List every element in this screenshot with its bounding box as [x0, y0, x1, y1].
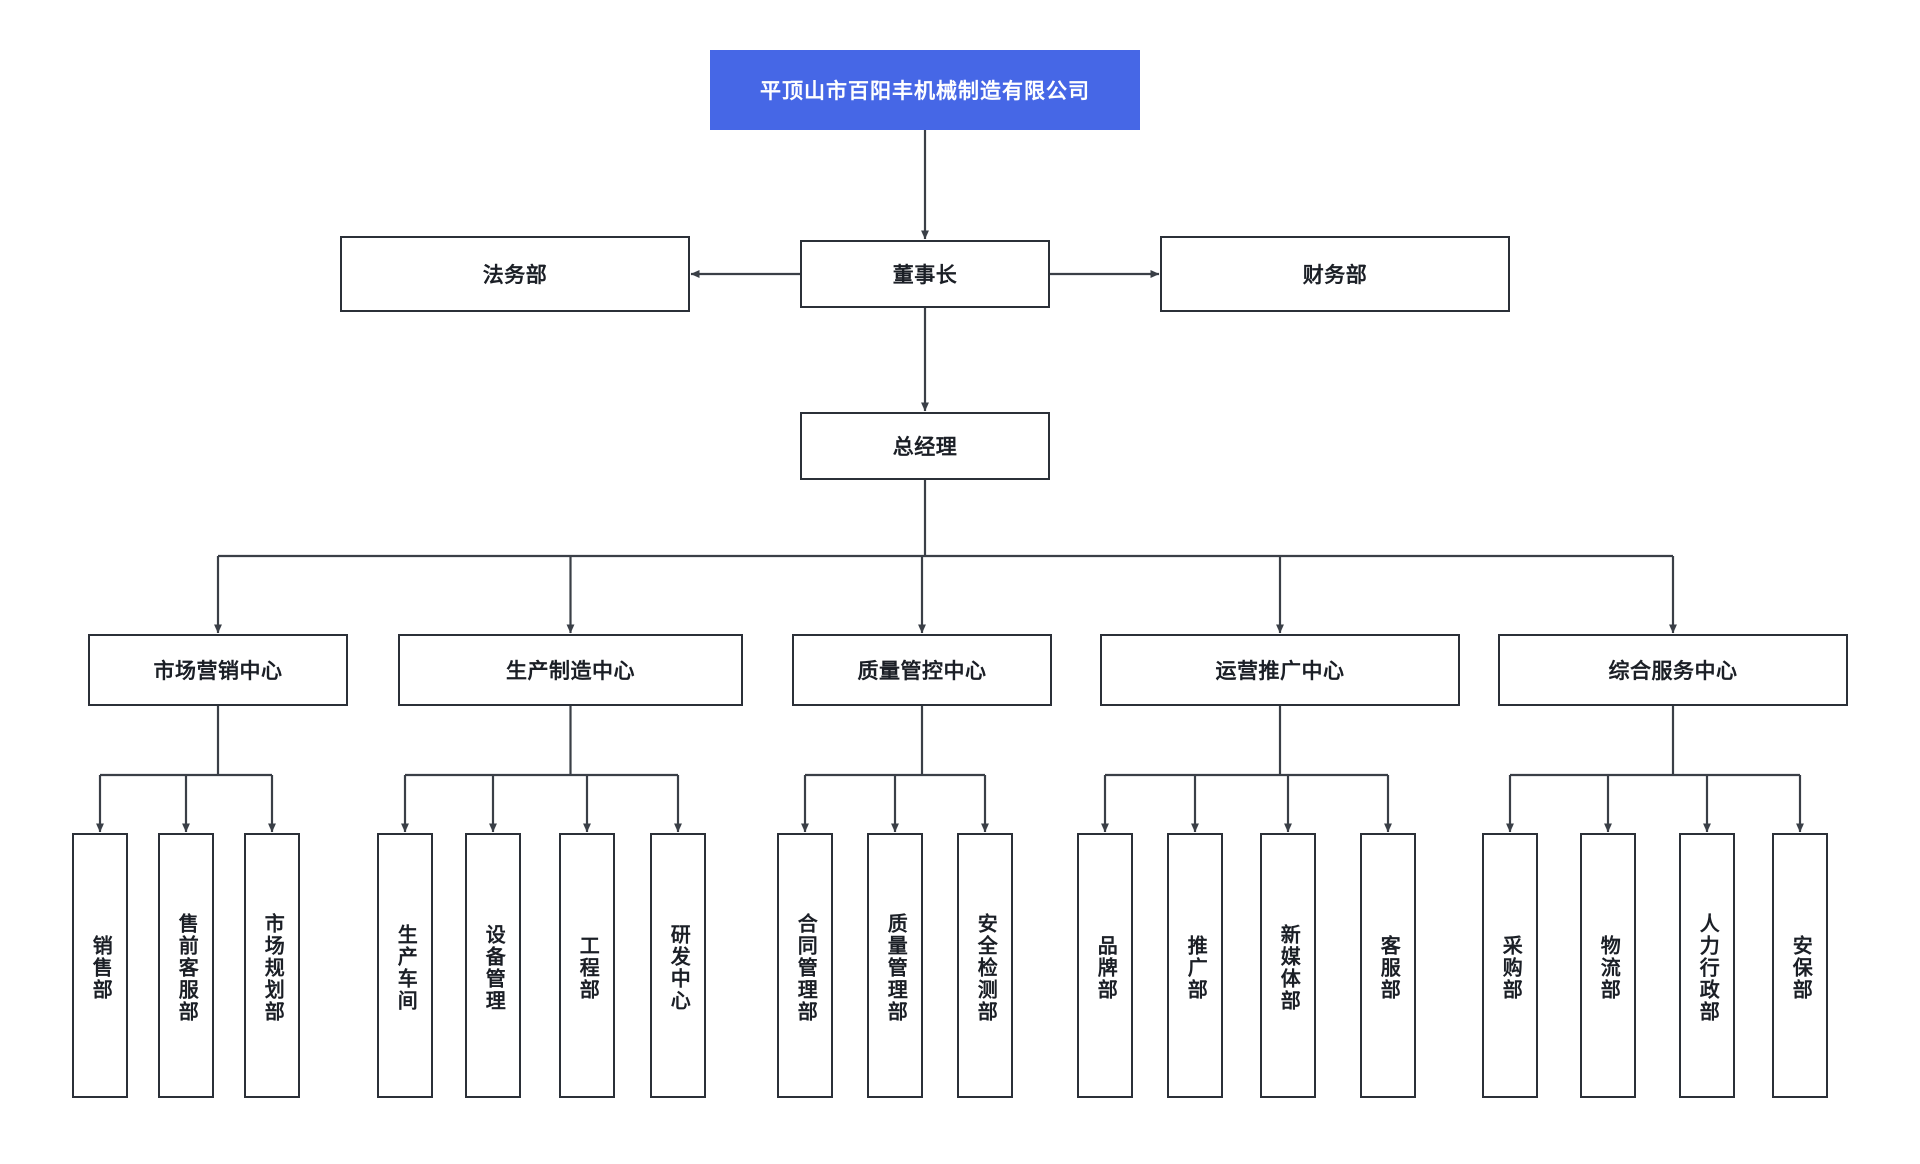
center-label: 质量管控中心 — [857, 660, 987, 683]
node-center-3[interactable]: 质量管控中心 — [792, 634, 1052, 706]
node-center-2[interactable]: 生产制造中心 — [398, 634, 743, 706]
node-center-5[interactable]: 综合服务中心 — [1498, 634, 1848, 706]
node-general-manager[interactable]: 总经理 — [800, 412, 1050, 480]
node-department-1-3[interactable]: 市场规划部 — [244, 833, 300, 1098]
department-label: 品牌部 — [1094, 934, 1117, 1001]
node-chairman[interactable]: 董事长 — [800, 240, 1050, 308]
department-label: 合同管理部 — [794, 912, 817, 1023]
node-finance-department[interactable]: 财务部 — [1160, 236, 1510, 312]
department-label: 工程部 — [576, 934, 599, 1001]
center-label: 综合服务中心 — [1608, 660, 1738, 683]
node-department-2-1[interactable]: 生产车间 — [377, 833, 433, 1098]
department-label: 客服部 — [1377, 934, 1400, 1001]
department-label: 生产车间 — [394, 923, 417, 1012]
node-department-2-2[interactable]: 设备管理 — [465, 833, 521, 1098]
node-department-3-1[interactable]: 合同管理部 — [777, 833, 833, 1098]
company-root-node[interactable]: 平顶山市百阳丰机械制造有限公司 — [710, 50, 1140, 130]
department-label: 人力行政部 — [1696, 912, 1719, 1023]
chairman-label: 董事长 — [892, 264, 958, 287]
department-label: 研发中心 — [667, 923, 690, 1012]
department-label: 质量管理部 — [884, 912, 907, 1023]
department-label: 市场规划部 — [261, 912, 284, 1023]
node-department-4-2[interactable]: 推广部 — [1167, 833, 1223, 1098]
department-label: 安保部 — [1789, 934, 1812, 1001]
node-department-5-3[interactable]: 人力行政部 — [1679, 833, 1735, 1098]
node-department-2-3[interactable]: 工程部 — [559, 833, 615, 1098]
center-label: 生产制造中心 — [506, 660, 635, 683]
department-label: 安全检测部 — [974, 912, 997, 1023]
node-department-3-3[interactable]: 安全检测部 — [957, 833, 1013, 1098]
node-department-4-4[interactable]: 客服部 — [1360, 833, 1416, 1098]
node-department-3-2[interactable]: 质量管理部 — [867, 833, 923, 1098]
department-label: 新媒体部 — [1277, 923, 1300, 1012]
node-department-1-2[interactable]: 售前客服部 — [158, 833, 214, 1098]
general-manager-label: 总经理 — [892, 436, 958, 459]
department-label: 物流部 — [1597, 934, 1620, 1001]
department-label: 销售部 — [89, 934, 112, 1001]
node-center-1[interactable]: 市场营销中心 — [88, 634, 348, 706]
node-department-2-4[interactable]: 研发中心 — [650, 833, 706, 1098]
node-department-4-1[interactable]: 品牌部 — [1077, 833, 1133, 1098]
node-center-4[interactable]: 运营推广中心 — [1100, 634, 1460, 706]
node-department-5-4[interactable]: 安保部 — [1772, 833, 1828, 1098]
legal-department-label: 法务部 — [482, 264, 548, 287]
company-name-label: 平顶山市百阳丰机械制造有限公司 — [760, 80, 1090, 103]
node-department-5-2[interactable]: 物流部 — [1580, 833, 1636, 1098]
center-label: 市场营销中心 — [153, 660, 283, 683]
department-label: 设备管理 — [482, 923, 505, 1012]
node-department-5-1[interactable]: 采购部 — [1482, 833, 1538, 1098]
department-label: 售前客服部 — [175, 912, 198, 1023]
node-department-1-1[interactable]: 销售部 — [72, 833, 128, 1098]
department-label: 推广部 — [1184, 934, 1207, 1001]
node-department-4-3[interactable]: 新媒体部 — [1260, 833, 1316, 1098]
node-legal-department[interactable]: 法务部 — [340, 236, 690, 312]
finance-department-label: 财务部 — [1302, 264, 1368, 287]
department-label: 采购部 — [1499, 934, 1522, 1001]
center-label: 运营推广中心 — [1215, 660, 1345, 683]
